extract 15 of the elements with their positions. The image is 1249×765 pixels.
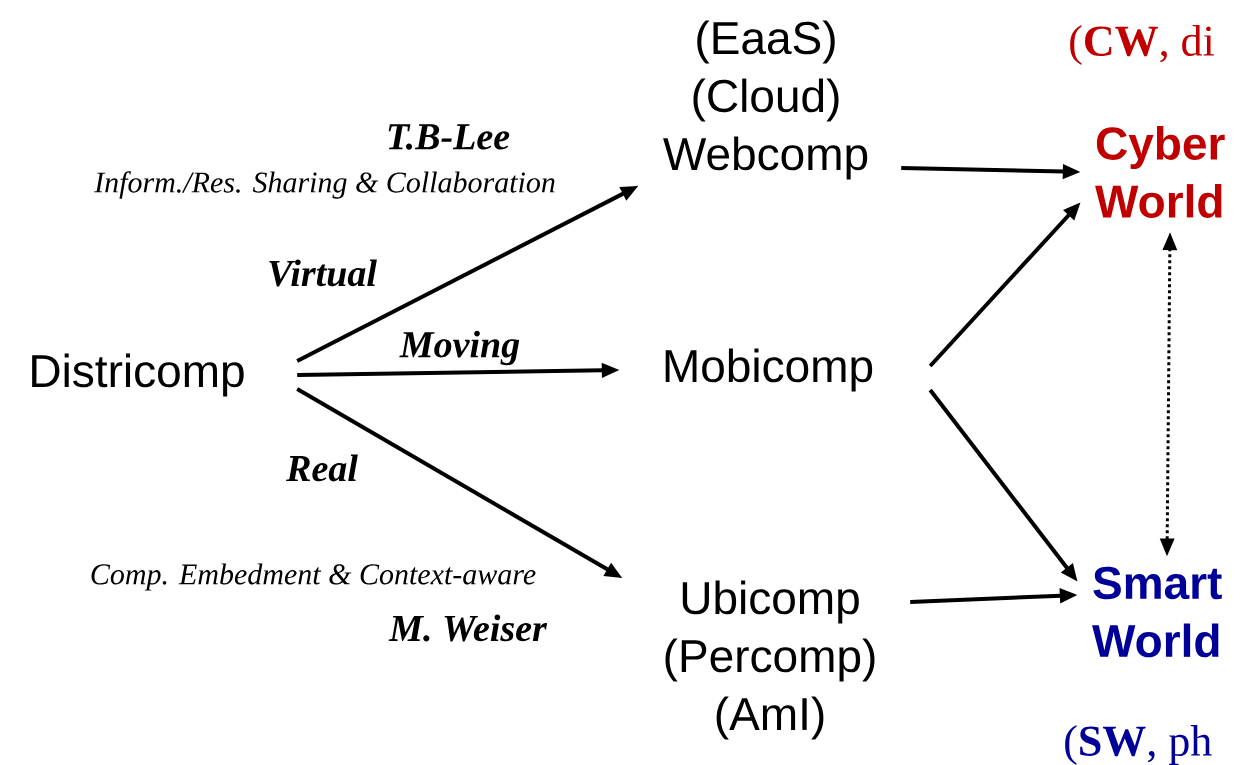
annotation: Inform./Res. Sharing & Collaboration (94, 171, 555, 199)
world-label: Smart World (1092, 566, 1222, 658)
world-label: Cyber World (1095, 126, 1225, 218)
edge-label: Real (286, 454, 358, 482)
edge-label: Moving (399, 330, 520, 366)
node-text: Mobicomp (665, 348, 873, 392)
node-text: Districomp (32, 353, 244, 397)
world-note: (SW, ph (1065, 725, 1212, 765)
annotation: T.B-Lee (388, 124, 510, 150)
annotation: Comp. Embedment & Context-aware (91, 563, 536, 591)
edge-label: Virtual (269, 259, 377, 287)
annotation: M. Weiser (388, 614, 548, 642)
node-text: Ubicomp (Percomp) (AmI) (665, 580, 875, 740)
node-text: (EaaS) (Cloud) Webcomp (663, 20, 868, 180)
world-note: (CW, di (1070, 25, 1214, 65)
